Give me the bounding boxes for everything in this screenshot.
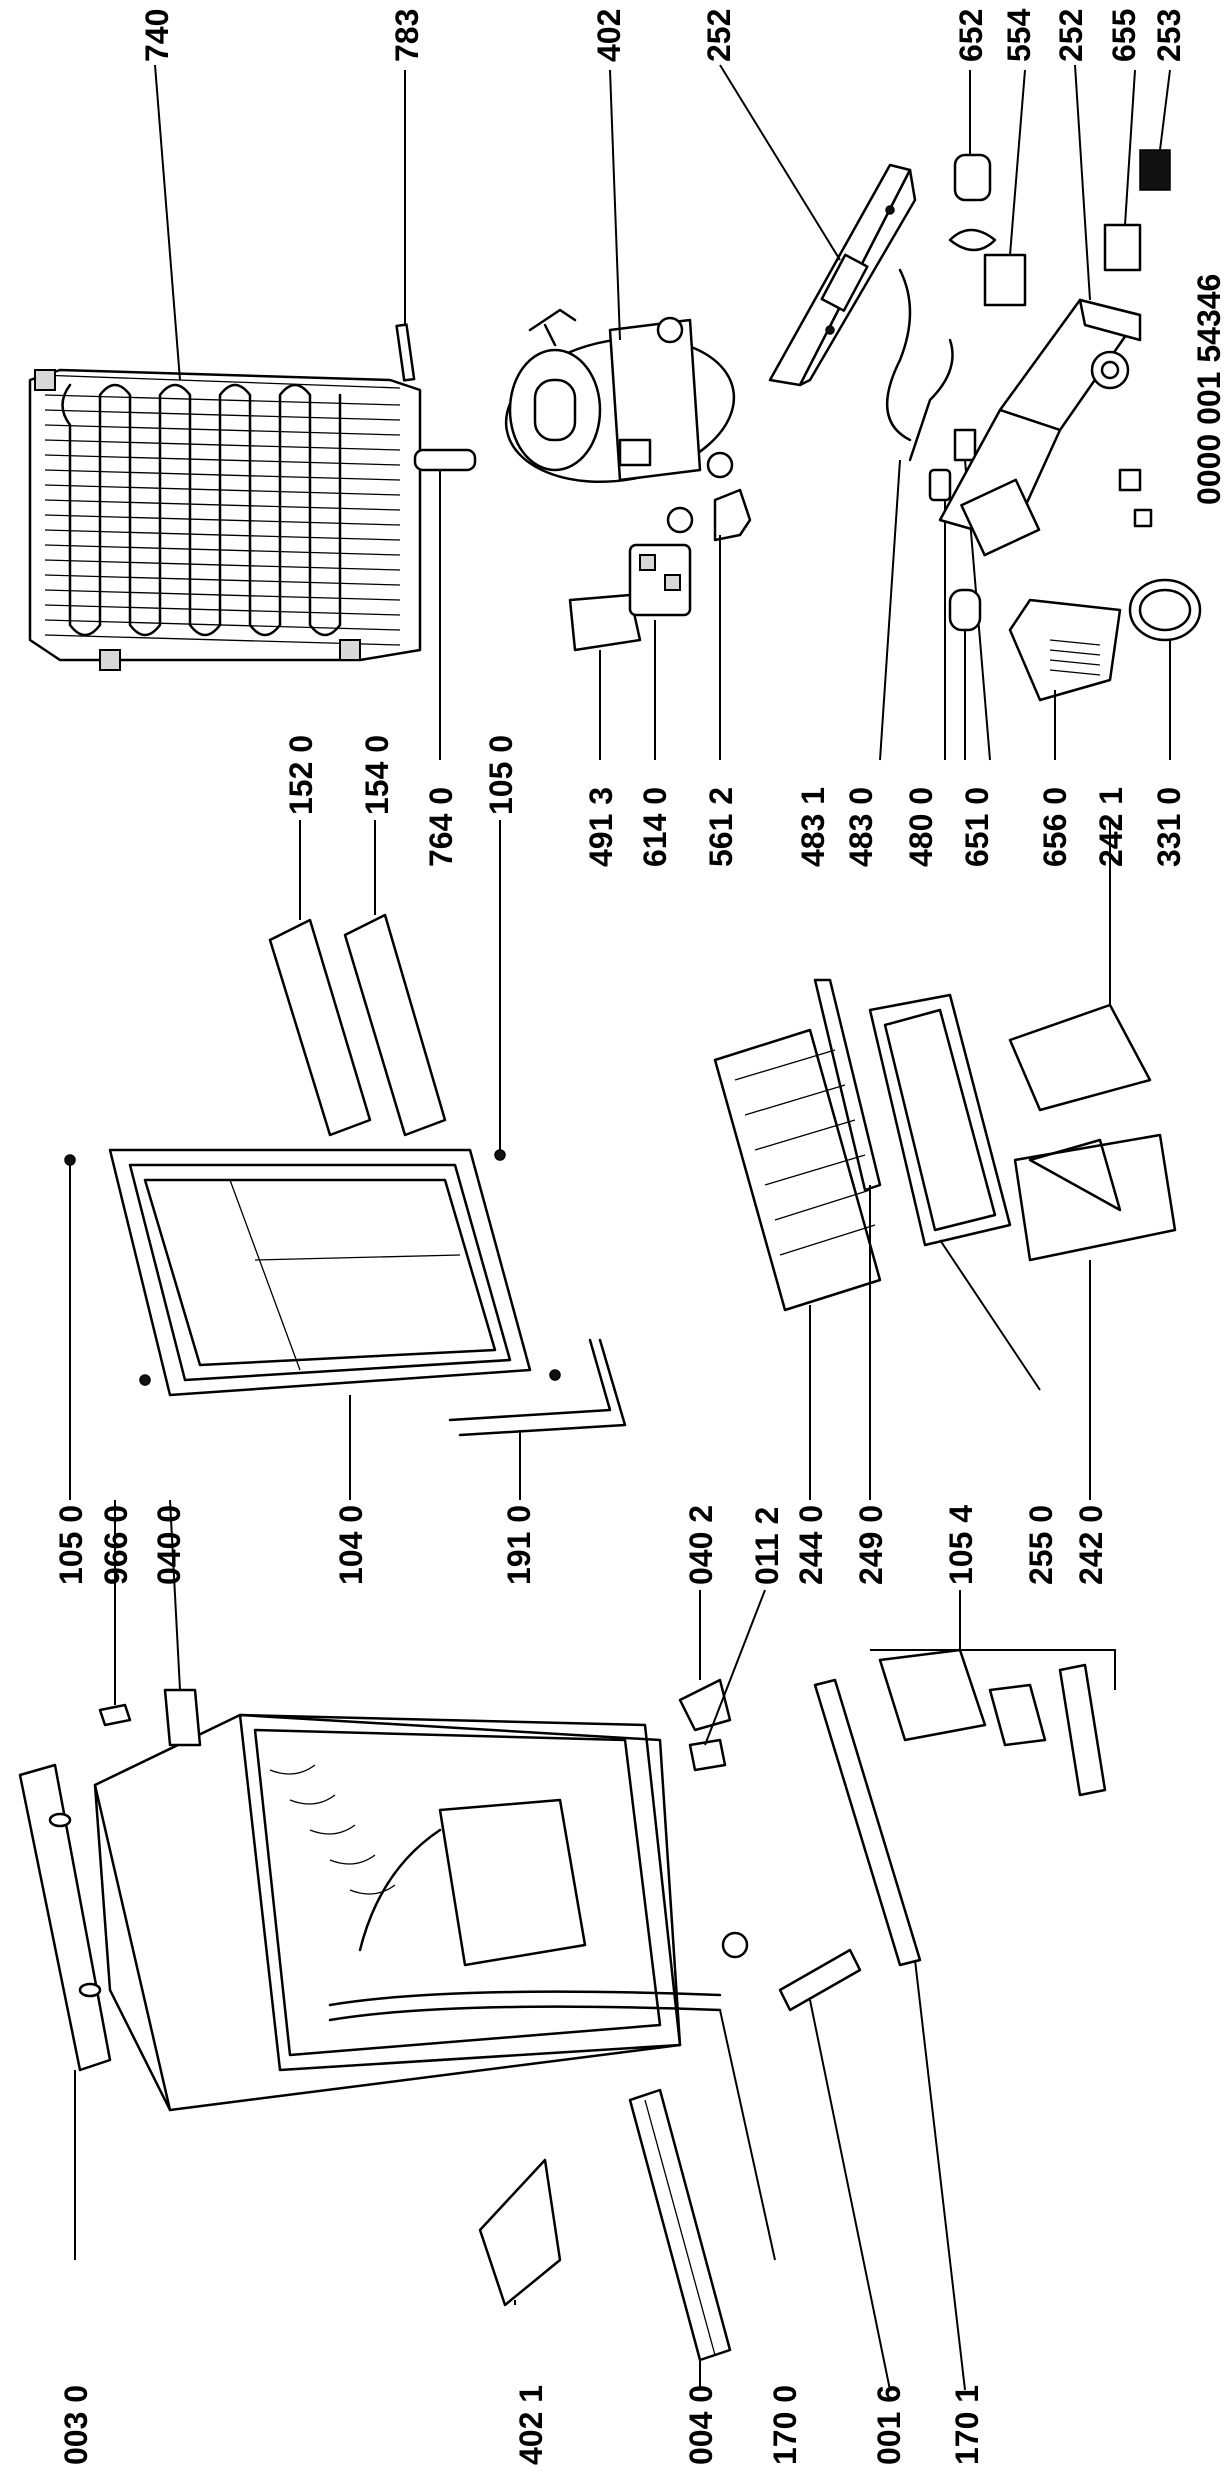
small-fixings xyxy=(678,1589,766,1959)
label-104-0: 104 0 xyxy=(333,1505,369,1585)
tray-part xyxy=(478,2158,562,2307)
label-170-0: 170 0 xyxy=(767,2385,803,2465)
label-331-0: 331 0 xyxy=(1151,787,1187,867)
hinge-bracket-part xyxy=(163,1499,202,1747)
label-011-2: 011 2 xyxy=(749,1507,785,1585)
label-105-0-b: 105 0 xyxy=(53,1505,89,1585)
label-253-0: 253 0 xyxy=(1151,0,1187,62)
label-655-0: 655 0 xyxy=(1106,0,1142,62)
label-040-2: 040 2 xyxy=(683,1505,719,1585)
hinge-part xyxy=(778,1948,891,2391)
relay-part xyxy=(568,488,752,760)
label-651-0: 651 0 xyxy=(959,787,995,867)
label-003-0: 003 0 xyxy=(58,2385,94,2465)
label-652-0: 652 0 xyxy=(953,0,989,62)
label-242-0: 242 0 xyxy=(1073,1505,1109,1585)
label-040-0: 040 0 xyxy=(151,1505,187,1585)
label-966-0: 966 0 xyxy=(98,1505,134,1585)
crisper-part xyxy=(1008,820,1177,1500)
label-152-0: 152 0 xyxy=(283,735,319,815)
label-614-0: 614 0 xyxy=(637,787,673,867)
long-strip-part xyxy=(813,1678,966,2391)
label-656-0: 656 0 xyxy=(1037,787,1073,867)
label-561-2: 561 2 xyxy=(703,787,739,867)
label-491-3: 491 3 xyxy=(583,787,619,867)
label-783-0: 783 0 xyxy=(389,0,425,62)
label-764-0: 764 0 xyxy=(423,787,459,867)
control-housing-part xyxy=(938,64,1153,557)
rail-part xyxy=(628,2088,732,2390)
label-483-0: 483 0 xyxy=(843,787,879,867)
reversal-kit-part xyxy=(870,1590,1116,1797)
label-402-1: 402 1 xyxy=(513,2385,549,2465)
thermostat-part xyxy=(413,448,477,760)
label-170-1: 170 1 xyxy=(949,2385,985,2465)
cabinet-part xyxy=(93,1713,682,2112)
label-480-0: 480 0 xyxy=(903,787,939,867)
label-554-0: 554 0 xyxy=(1001,0,1037,62)
door-shelf-part xyxy=(268,820,447,1137)
gasket-strip-part xyxy=(328,1990,776,2261)
label-252-1: 252 1 xyxy=(701,0,737,62)
door-part xyxy=(64,820,561,1500)
label-249-0: 249 0 xyxy=(853,1505,889,1585)
label-154-0: 154 0 xyxy=(359,735,395,815)
bracket-part xyxy=(719,64,917,387)
label-191-0: 191 0 xyxy=(501,1505,537,1585)
label-001-6: 001 6 xyxy=(871,2385,907,2465)
gasket-corner-part xyxy=(448,1338,627,1500)
label-740-0: 740 0 xyxy=(139,0,175,62)
label-255-0: 255 0 xyxy=(1023,1505,1059,1585)
label-244-0: 244 0 xyxy=(793,1505,829,1585)
tube-part xyxy=(395,70,416,382)
compressor-part xyxy=(504,69,736,534)
label-242-1: 242 1 xyxy=(1093,787,1129,867)
small-top-parts xyxy=(948,69,1171,307)
label-402-0: 402 0 xyxy=(591,0,627,62)
top-panel-part xyxy=(18,1500,132,2260)
condenser-part xyxy=(28,64,422,671)
lamp-part xyxy=(948,578,1202,760)
label-483-1: 483 1 xyxy=(795,787,831,867)
label-252-0: 252 0 xyxy=(1053,0,1089,62)
label-105-0-a: 105 0 xyxy=(483,735,519,815)
label-004-0: 004 0 xyxy=(683,2385,719,2465)
label-105-4: 105 4 xyxy=(943,1505,979,1585)
shelf-part xyxy=(713,978,1041,1500)
document-code: 0000 001 54346 xyxy=(1191,274,1227,505)
